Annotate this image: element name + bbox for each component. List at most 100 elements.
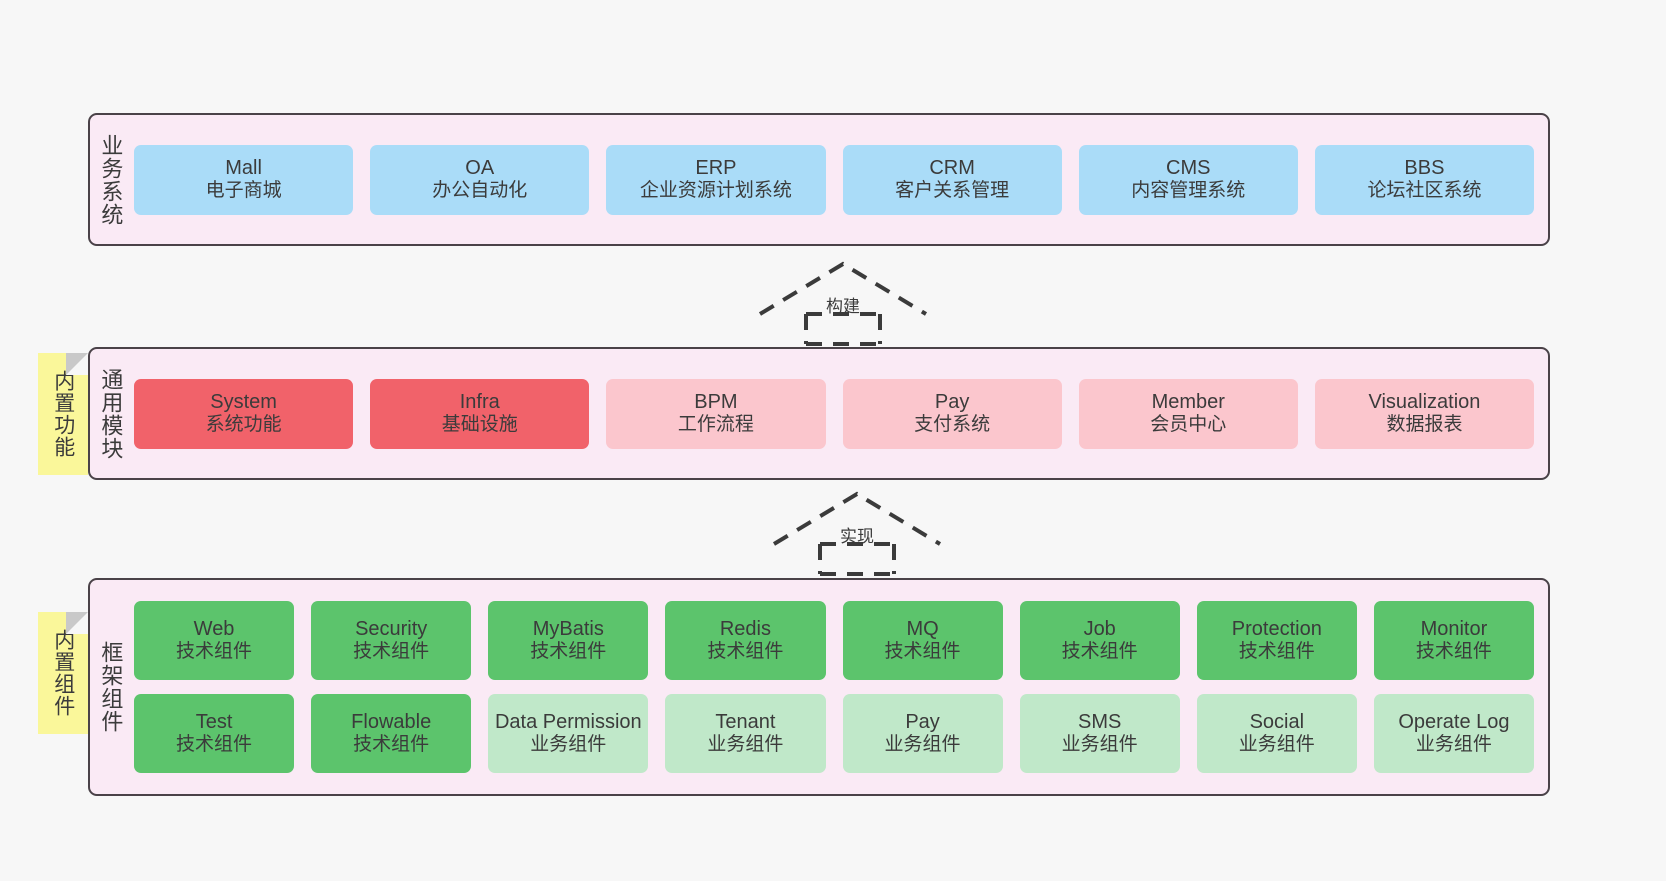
layer-label-common-modules: 通用模块 (98, 367, 124, 460)
layer-common-modules: 通用模块 System 系统功能 Infra 基础设施 BPM 工作流程 Pay… (88, 347, 1550, 480)
module-card-system[interactable]: System 系统功能 (134, 378, 354, 449)
component-desc: 业务组件 (1238, 734, 1315, 756)
module-desc: 系统功能 (205, 414, 282, 436)
component-card-mq[interactable]: MQ 技术组件 (842, 601, 1003, 680)
module-name: OA (465, 157, 495, 180)
module-card-bpm[interactable]: BPM 工作流程 (606, 378, 826, 449)
component-name: Monitor (1420, 618, 1488, 641)
module-name: Member (1151, 391, 1225, 414)
component-card-protection[interactable]: Protection 技术组件 (1196, 601, 1357, 680)
sticky-note-label: 内置组件 (51, 629, 75, 717)
module-card-mall[interactable]: Mall 电子商城 (134, 144, 354, 215)
component-name: Job (1083, 618, 1116, 641)
connector-build: 构建 (758, 261, 928, 346)
component-desc: 技术组件 (1061, 641, 1138, 663)
component-desc: 业务组件 (884, 734, 961, 756)
component-desc: 技术组件 (176, 734, 253, 756)
component-card-social[interactable]: Social 业务组件 (1196, 694, 1357, 773)
module-desc: 办公自动化 (432, 180, 528, 202)
module-desc: 客户关系管理 (895, 180, 1010, 202)
row-common-modules: System 系统功能 Infra 基础设施 BPM 工作流程 Pay 支付系统… (134, 378, 1535, 449)
component-desc: 技术组件 (884, 641, 961, 663)
module-desc: 电子商城 (205, 180, 282, 202)
component-desc: 技术组件 (176, 641, 253, 663)
module-name: Pay (934, 391, 970, 414)
connector-label: 实现 (840, 527, 874, 546)
component-card-security[interactable]: Security 技术组件 (311, 601, 472, 680)
component-card-pay[interactable]: Pay 业务组件 (842, 694, 1003, 773)
component-desc: 业务组件 (530, 734, 607, 756)
component-name: SMS (1078, 711, 1122, 734)
module-desc: 基础设施 (441, 414, 518, 436)
component-card-operate-log[interactable]: Operate Log 业务组件 (1373, 694, 1534, 773)
layer-label-framework-components: 框架组件 (98, 641, 124, 733)
module-desc: 论坛社区系统 (1367, 180, 1482, 202)
component-desc: 技术组件 (530, 641, 607, 663)
module-desc: 内容管理系统 (1131, 180, 1246, 202)
component-card-flowable[interactable]: Flowable 技术组件 (311, 694, 472, 773)
component-desc: 业务组件 (707, 734, 784, 756)
component-desc: 业务组件 (1061, 734, 1138, 756)
module-desc: 数据报表 (1386, 414, 1463, 436)
connector-label: 构建 (826, 297, 860, 316)
component-desc: 技术组件 (707, 641, 784, 663)
component-card-data-permission[interactable]: Data Permission 业务组件 (488, 694, 649, 773)
sticky-note-built-in-functions: 内置功能 (38, 353, 88, 475)
module-name: CMS (1166, 157, 1211, 180)
component-name: Pay (905, 711, 940, 734)
component-desc: 技术组件 (353, 641, 430, 663)
generalization-arrowhead (772, 491, 942, 546)
module-name: BBS (1404, 157, 1445, 180)
module-desc: 工作流程 (677, 414, 754, 436)
component-name: Social (1249, 711, 1305, 734)
connector-implement: 实现 (772, 491, 942, 576)
module-card-pay[interactable]: Pay 支付系统 (842, 378, 1062, 449)
module-card-oa[interactable]: OA 办公自动化 (370, 144, 590, 215)
component-name: Data Permission (494, 711, 642, 734)
component-card-monitor[interactable]: Monitor 技术组件 (1373, 601, 1534, 680)
module-card-erp[interactable]: ERP 企业资源计划系统 (606, 144, 826, 215)
row-business-systems: Mall 电子商城 OA 办公自动化 ERP 企业资源计划系统 CRM 客户关系… (134, 144, 1535, 215)
generalization-arrowhead (758, 261, 928, 316)
component-name: Security (355, 618, 428, 641)
component-desc: 业务组件 (1415, 734, 1492, 756)
component-card-job[interactable]: Job 技术组件 (1019, 601, 1180, 680)
component-card-redis[interactable]: Redis 技术组件 (665, 601, 826, 680)
component-card-web[interactable]: Web 技术组件 (134, 601, 295, 680)
component-name: MQ (906, 618, 939, 641)
module-name: Visualization (1368, 391, 1481, 414)
sticky-note-label: 内置功能 (51, 370, 75, 458)
module-card-member[interactable]: Member 会员中心 (1078, 378, 1298, 449)
row-technical-components: Web 技术组件 Security 技术组件 MyBatis 技术组件 Redi… (134, 601, 1534, 680)
module-card-infra[interactable]: Infra 基础设施 (370, 378, 590, 449)
module-name: BPM (694, 391, 738, 414)
layer-framework-components: 框架组件 Web 技术组件 Security 技术组件 MyBatis 技术组件… (88, 578, 1550, 796)
row-business-components: Test 技术组件 Flowable 技术组件 Data Permission … (134, 694, 1534, 773)
layer-body-common-modules: System 系统功能 Infra 基础设施 BPM 工作流程 Pay 支付系统… (130, 349, 1548, 478)
module-card-cms[interactable]: CMS 内容管理系统 (1078, 144, 1298, 215)
module-name: System (210, 391, 277, 414)
module-desc: 企业资源计划系统 (639, 180, 792, 202)
module-name: Infra (459, 391, 500, 414)
component-card-test[interactable]: Test 技术组件 (134, 694, 295, 773)
module-card-visualization[interactable]: Visualization 数据报表 (1314, 378, 1535, 449)
component-name: Redis (719, 618, 771, 641)
module-desc: 支付系统 (914, 414, 991, 436)
component-name: Web (193, 618, 235, 641)
component-name: Test (195, 711, 233, 734)
layer-body-business-systems: Mall 电子商城 OA 办公自动化 ERP 企业资源计划系统 CRM 客户关系… (130, 115, 1548, 244)
layer-body-framework-components: Web 技术组件 Security 技术组件 MyBatis 技术组件 Redi… (130, 580, 1548, 794)
component-card-sms[interactable]: SMS 业务组件 (1019, 694, 1180, 773)
component-name: Flowable (351, 711, 432, 734)
layer-label-business-systems: 业务系统 (98, 133, 124, 226)
module-card-crm[interactable]: CRM 客户关系管理 (842, 144, 1062, 215)
module-name: CRM (929, 157, 975, 180)
module-card-bbs[interactable]: BBS 论坛社区系统 (1314, 144, 1535, 215)
component-name: Protection (1231, 618, 1322, 641)
module-desc: 会员中心 (1150, 414, 1227, 436)
component-name: MyBatis (532, 618, 604, 641)
component-card-tenant[interactable]: Tenant 业务组件 (665, 694, 826, 773)
component-card-mybatis[interactable]: MyBatis 技术组件 (488, 601, 649, 680)
layer-business-systems: 业务系统 Mall 电子商城 OA 办公自动化 ERP 企业资源计划系统 CRM… (88, 113, 1550, 246)
